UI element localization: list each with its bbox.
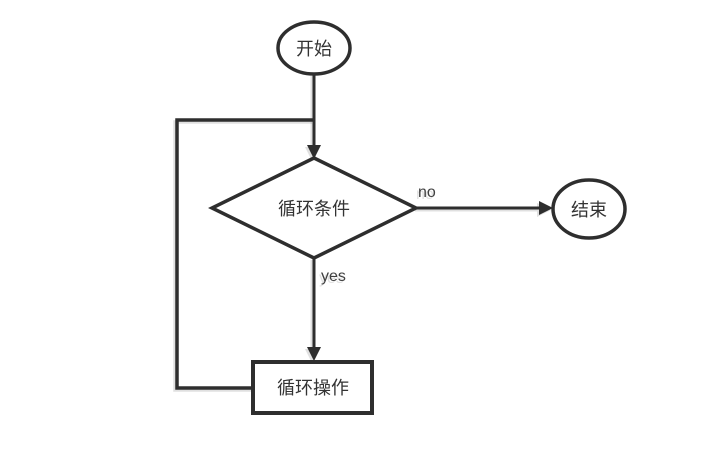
node-end-label: 结束 — [571, 200, 607, 220]
condition-diamond — [208, 156, 420, 260]
edge-label-yes: yes — [321, 268, 346, 285]
edge-condition-to-end: no — [417, 184, 553, 215]
edge-operation-to-condition — [175, 118, 314, 390]
node-loop-operation: 循环操作 — [251, 360, 374, 415]
node-condition-label: 循环条件 — [278, 199, 350, 219]
arrowhead-down-icon — [307, 145, 321, 159]
edge-label-no: no — [418, 184, 436, 201]
arrowhead-down-icon — [307, 347, 321, 361]
end-ellipse — [551, 178, 627, 240]
node-operation-label: 循环操作 — [277, 378, 349, 398]
arrowhead-right-icon — [539, 201, 553, 215]
node-end: 结束 — [551, 178, 627, 240]
node-start: 开始 — [276, 20, 352, 76]
edge-condition-to-operation: yes — [307, 258, 346, 361]
node-loop-condition: 循环条件 — [208, 156, 420, 260]
operation-rectangle — [251, 360, 374, 415]
start-ellipse — [276, 20, 352, 76]
edge-line — [175, 118, 314, 390]
node-start-label: 开始 — [296, 39, 332, 59]
edge-start-to-condition — [307, 74, 321, 159]
